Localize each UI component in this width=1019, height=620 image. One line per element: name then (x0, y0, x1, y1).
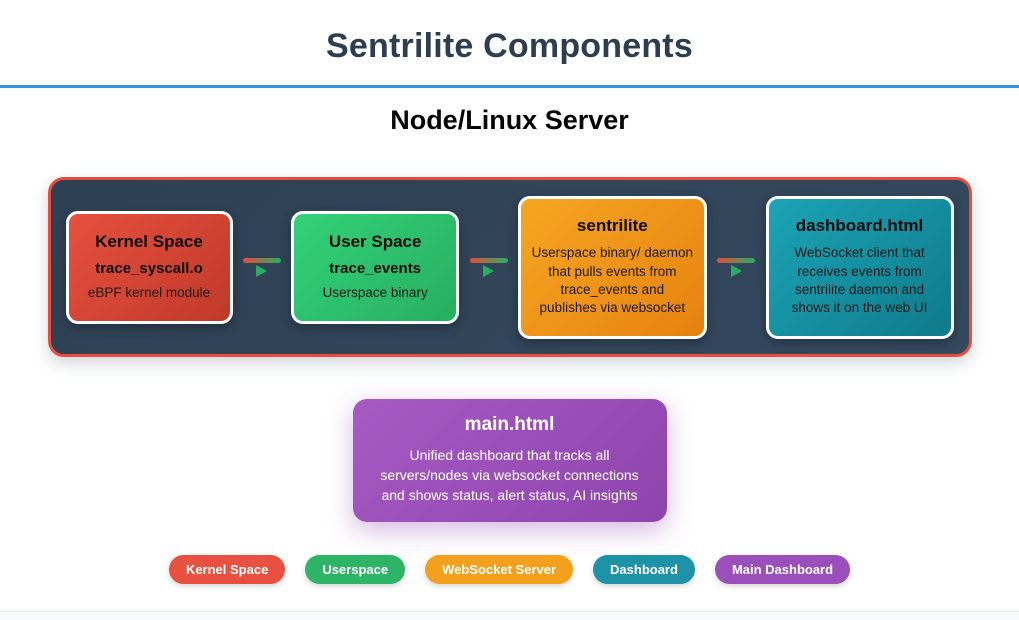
node-description: Userspace binary/ daemon that pulls even… (531, 245, 694, 316)
arrow-line (242, 257, 281, 263)
node-dashboard-html: dashboard.html WebSocket client that rec… (765, 195, 954, 339)
node-title: main.html (464, 414, 555, 435)
flow-arrow (707, 257, 766, 277)
flow-arrow (459, 257, 518, 277)
arrow-head-icon (730, 264, 742, 277)
page-title: Sentrilite Components (326, 27, 693, 65)
arrow-line (469, 257, 508, 263)
arrow-head-icon (483, 264, 494, 277)
node-title: dashboard.html (795, 216, 924, 236)
legend-pill-kernel-space: Kernel Space (168, 555, 286, 584)
node-main-html: main.html Unified dashboard that tracks … (352, 399, 667, 522)
node-title: Kernel Space (95, 231, 203, 251)
server-group-container: Kernel Space trace_syscall.o eBPF kernel… (47, 177, 972, 357)
node-user-space: User Space trace_events Userspace binary (291, 210, 460, 324)
node-description: WebSocket client that receives events fr… (791, 245, 928, 316)
arrow-head-icon (256, 264, 268, 277)
node-description: Userspace binary (322, 284, 428, 300)
section-subtitle: Node/Linux Server (390, 105, 629, 135)
legend-pill-websocket-server: WebSocket Server (425, 555, 574, 584)
node-title: User Space (328, 231, 422, 251)
node-sentrilite: sentrilite Userspace binary/ daemon that… (517, 195, 707, 339)
node-binary-name: trace_syscall.o (95, 259, 203, 277)
legend-row: Kernel Space Userspace WebSocket Server … (0, 555, 1019, 584)
footer-strip (0, 611, 1019, 620)
arrow-line (717, 257, 756, 263)
legend-pill-main-dashboard: Main Dashboard (714, 555, 851, 584)
legend-pill-userspace: Userspace (305, 555, 406, 584)
node-binary-name: trace_events (329, 259, 422, 277)
page-header: Sentrilite Components (0, 0, 1019, 88)
node-description: Unified dashboard that tracks all server… (380, 447, 639, 504)
legend-pill-dashboard: Dashboard (593, 555, 695, 584)
node-description: eBPF kernel module (87, 284, 211, 300)
node-title: sentrilite (576, 216, 648, 236)
flow-arrow (233, 257, 292, 277)
node-kernel-space: Kernel Space trace_syscall.o eBPF kernel… (65, 210, 233, 324)
